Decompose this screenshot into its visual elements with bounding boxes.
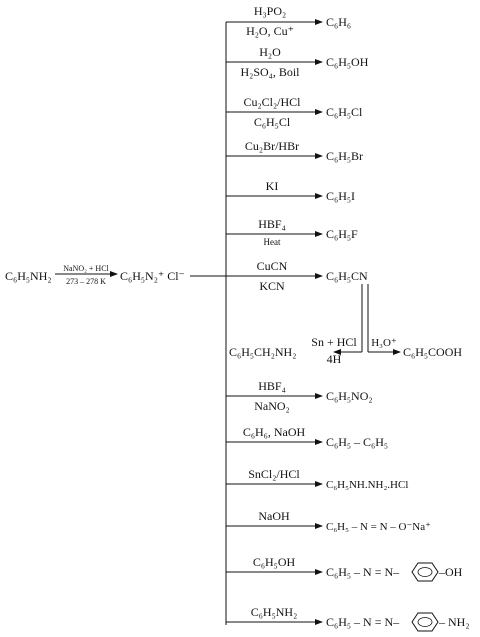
product-label: C₆H₅ – N = N–	[326, 615, 400, 629]
product-label: C₆H₅ – C₆H₅	[326, 435, 388, 449]
reagent-bottom: NaNO₂	[254, 399, 290, 413]
reduction-reagent: Sn + HCl	[311, 335, 357, 349]
diazotization-reagent: NaNO₂ + HCl	[63, 264, 109, 273]
reduction-condition: 4H	[327, 352, 342, 366]
reagent-top: KI	[266, 179, 279, 193]
reaction-row: SnCl₂/HCl C₆H₅NH.NH₂.HCl	[226, 467, 408, 491]
product-label: C₆H₅ – N = N – O⁻Na⁺	[326, 521, 431, 533]
aniline-reactant: C₆H₅NH₂	[5, 269, 52, 283]
reagent-top: HBF₄	[258, 379, 286, 393]
product-label: C₆H₅NO₂	[326, 389, 373, 403]
reaction-row: KI C₆H₅I	[226, 179, 355, 203]
reagent-top: C₆H₅NH₂	[251, 605, 298, 619]
product-label: C₆H₅NH.NH₂.HCl	[326, 479, 408, 491]
benzene-ring-icon	[411, 612, 439, 632]
product-label: C₆H₆	[326, 15, 351, 29]
reaction-row: Cu₂Cl₂/HCl C₆H₅Cl C₆H₅Cl	[226, 95, 363, 129]
acid-product: C₆H₅COOH	[403, 345, 462, 359]
product-label: C₆H₅F	[326, 227, 358, 241]
reaction-row: H₃PO₂ H₂O, Cu⁺ C₆H₆	[226, 4, 351, 38]
nitrile-branch: Sn + HCl 4H C₆H₅CH₂NH₂ H₃O⁺ C₆H₅COOH	[229, 284, 462, 366]
reagent-bottom: KCN	[259, 279, 285, 293]
reagent-top: NaOH	[258, 509, 290, 523]
reaction-row: C₆H₆, NaOH C₆H₅ – C₆H₅	[226, 425, 388, 449]
benzene-ring-icon	[411, 562, 439, 582]
reagent-top: Cu₂Cl₂/HCl	[243, 95, 301, 109]
reagent-bottom: H₂SO₄, Boil	[240, 65, 300, 79]
reagent-top: H₂O	[259, 45, 281, 59]
reaction-row: C₆H₅NH₂ C₆H₅ – N = N– – NH₂	[226, 605, 470, 632]
reagent-top: C₆H₅OH	[253, 555, 296, 569]
product-label: C₆H₅ – N = N–	[326, 565, 400, 579]
diazotization-temperature: 273 – 278 K	[66, 277, 106, 286]
amine-product: C₆H₅CH₂NH₂	[229, 345, 296, 359]
product-label: C₆H₅I	[326, 189, 355, 203]
reaction-row: Cu₂Br/HBr C₆H₅Br	[226, 139, 363, 163]
reaction-row: HBF₄ Heat C₆H₅F	[226, 217, 358, 247]
reagent-bottom: C₆H₅Cl	[254, 115, 291, 129]
reagent-top: CuCN	[257, 259, 288, 273]
reagent-top: SnCl₂/HCl	[248, 467, 300, 481]
reagent-top: HBF₄	[258, 217, 286, 231]
reagent-bottom: H₂O, Cu⁺	[246, 24, 294, 38]
reaction-row: CuCN KCN C₆H₅CN	[226, 259, 368, 293]
product-label: C₆H₅OH	[326, 55, 369, 69]
reaction-row: HBF₄ NaNO₂ C₆H₅NO₂	[226, 379, 373, 413]
product-label: C₆H₅Cl	[326, 105, 363, 119]
ring-substituent: – NH₂	[438, 615, 470, 629]
reagent-top: C₆H₆, NaOH	[243, 425, 306, 439]
reaction-row: NaOH C₆H₅ – N = N – O⁻Na⁺	[226, 509, 431, 533]
reagent-bottom: Heat	[264, 237, 281, 247]
hydrolysis-reagent: H₃O⁺	[371, 337, 397, 349]
reagent-top: Cu₂Br/HBr	[245, 139, 299, 153]
product-label: C₆H₅Br	[326, 149, 363, 163]
product-label: C₆H₅CN	[326, 269, 368, 283]
reaction-row: C₆H₅OH C₆H₅ – N = N– –OH	[226, 555, 463, 582]
reaction-row: H₂O H₂SO₄, Boil C₆H₅OH	[226, 45, 369, 79]
diazonium-salt: C₆H₅N₂⁺ Cl⁻	[120, 269, 185, 283]
reagent-top: H₃PO₂	[254, 4, 286, 18]
ring-substituent: –OH	[438, 565, 463, 579]
